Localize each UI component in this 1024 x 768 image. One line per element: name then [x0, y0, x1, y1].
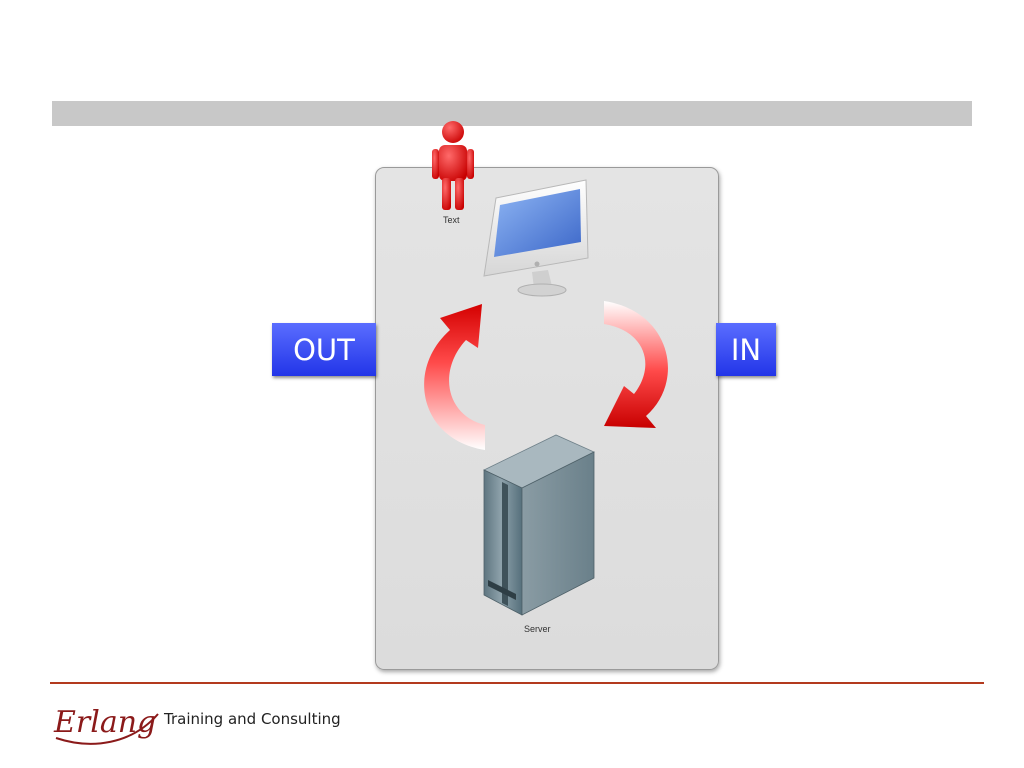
computer-monitor-icon: [483, 179, 589, 297]
in-tag: IN: [716, 323, 776, 376]
footer-tagline: Training and Consulting: [164, 710, 341, 728]
person-label: Text: [443, 215, 460, 225]
erlang-logo: Erlang: [53, 705, 159, 745]
svg-text:Erlang: Erlang: [53, 705, 156, 740]
footer-divider: [50, 682, 984, 684]
arrow-down-icon: [604, 301, 668, 428]
out-tag: OUT: [272, 323, 376, 376]
arrow-up-icon: [424, 304, 485, 450]
server-icon: [483, 434, 595, 616]
server-label: Server: [524, 624, 551, 634]
slide-title-bar: [52, 101, 972, 126]
person-icon: [432, 121, 474, 210]
